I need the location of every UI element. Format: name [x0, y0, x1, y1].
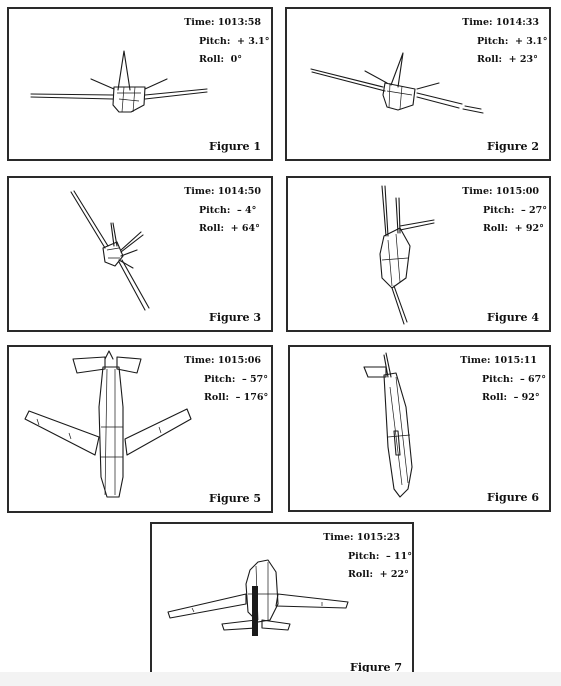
roll-value: + 92° [514, 223, 544, 234]
roll-label: Roll: [199, 54, 224, 65]
roll-value: – 176° [235, 392, 269, 403]
aircraft-drawing [70, 190, 150, 311]
time-value: 1015:00 [495, 186, 539, 197]
figure-caption: Figure 5 [209, 492, 261, 505]
pitch-line: Pitch: – 27° [483, 205, 547, 216]
figure-4-panel: Time: 1015:00 Pitch: – 27° Roll: + 92° F… [286, 176, 551, 332]
figure-caption: Figure 2 [487, 140, 539, 153]
scan-bottom-margin [0, 672, 561, 686]
aircraft-drawing [363, 352, 413, 498]
roll-value: + 23° [508, 54, 538, 65]
time-value: 1014:33 [495, 17, 539, 28]
roll-line: Roll: 0° [199, 54, 242, 65]
roll-line: Roll: + 92° [483, 223, 544, 234]
roll-label: Roll: [348, 569, 373, 580]
figure-caption: Figure 4 [487, 311, 539, 324]
pitch-value: – 11° [385, 551, 412, 562]
time-value: 1015:06 [217, 355, 261, 366]
aircraft-drawing [30, 50, 208, 113]
figure-6-panel: Time: 1015:11 Pitch: – 67° Roll: – 92° F… [288, 345, 551, 512]
roll-value: + 64° [230, 223, 260, 234]
roll-value: + 22° [379, 569, 409, 580]
roll-label: Roll: [483, 223, 508, 234]
aircraft-drawing [24, 350, 192, 498]
figure-caption: Figure 3 [209, 311, 261, 324]
aircraft-drawing [167, 559, 349, 636]
time-value: 1014:50 [217, 186, 261, 197]
pitch-value: – 67° [519, 374, 546, 385]
roll-value: 0° [230, 54, 242, 65]
figure-5-panel: Time: 1015:06 Pitch: – 57° Roll: – 176° … [7, 345, 273, 513]
pitch-line: Pitch: + 3.1° [199, 36, 270, 47]
time-label: Time: [323, 532, 354, 543]
time-label: Time: [460, 355, 491, 366]
pitch-value: – 4° [236, 205, 257, 216]
time-line: Time: 1015:06 [184, 355, 261, 366]
figure-3-panel: Time: 1014:50 Pitch: – 4° Roll: + 64° Fi… [7, 176, 273, 332]
pitch-value: – 57° [241, 374, 268, 385]
roll-line: Roll: – 92° [482, 392, 540, 403]
time-value: 1015:11 [493, 355, 537, 366]
pitch-label: Pitch: [348, 551, 380, 562]
figure-2-panel: Time: 1014:33 Pitch: + 3.1° Roll: + 23° … [285, 7, 551, 161]
aircraft-drawing [310, 52, 484, 114]
roll-line: Roll: – 176° [204, 392, 268, 403]
pitch-label: Pitch: [482, 374, 514, 385]
pitch-label: Pitch: [483, 205, 515, 216]
roll-value: – 92° [513, 392, 540, 403]
time-label: Time: [462, 186, 493, 197]
pitch-label: Pitch: [477, 36, 509, 47]
pitch-value: – 27° [520, 205, 547, 216]
pitch-line: Pitch: – 57° [204, 374, 268, 385]
pitch-value: + 3.1° [514, 36, 548, 47]
roll-label: Roll: [204, 392, 229, 403]
figure-1-panel: Time: 1013:58 Pitch: + 3.1° Roll: 0° Fig… [7, 7, 273, 161]
time-line: Time: 1015:00 [462, 186, 539, 197]
time-line: Time: 1014:33 [462, 17, 539, 28]
time-label: Time: [184, 355, 215, 366]
time-label: Time: [462, 17, 493, 28]
time-line: Time: 1015:11 [460, 355, 537, 366]
aircraft-drawing [379, 185, 435, 325]
roll-label: Roll: [199, 223, 224, 234]
time-line: Time: 1015:23 [323, 532, 400, 543]
roll-line: Roll: + 22° [348, 569, 409, 580]
figure-7-panel: Time: 1015:23 Pitch: – 11° Roll: + 22° F… [150, 522, 414, 682]
pitch-value: + 3.1° [236, 36, 270, 47]
figure-caption: Figure 7 [350, 661, 402, 674]
time-line: Time: 1014:50 [184, 186, 261, 197]
roll-label: Roll: [482, 392, 507, 403]
roll-line: Roll: + 23° [477, 54, 538, 65]
pitch-line: Pitch: – 4° [199, 205, 256, 216]
pitch-line: Pitch: – 11° [348, 551, 412, 562]
time-label: Time: [184, 17, 215, 28]
roll-label: Roll: [477, 54, 502, 65]
figure-caption: Figure 6 [487, 491, 539, 504]
pitch-label: Pitch: [199, 205, 231, 216]
pitch-label: Pitch: [199, 36, 231, 47]
pitch-label: Pitch: [204, 374, 236, 385]
figure-caption: Figure 1 [209, 140, 261, 153]
pitch-line: Pitch: – 67° [482, 374, 546, 385]
time-value: 1013:58 [217, 17, 261, 28]
time-line: Time: 1013:58 [184, 17, 261, 28]
time-value: 1015:23 [356, 532, 400, 543]
time-label: Time: [184, 186, 215, 197]
pitch-line: Pitch: + 3.1° [477, 36, 548, 47]
roll-line: Roll: + 64° [199, 223, 260, 234]
